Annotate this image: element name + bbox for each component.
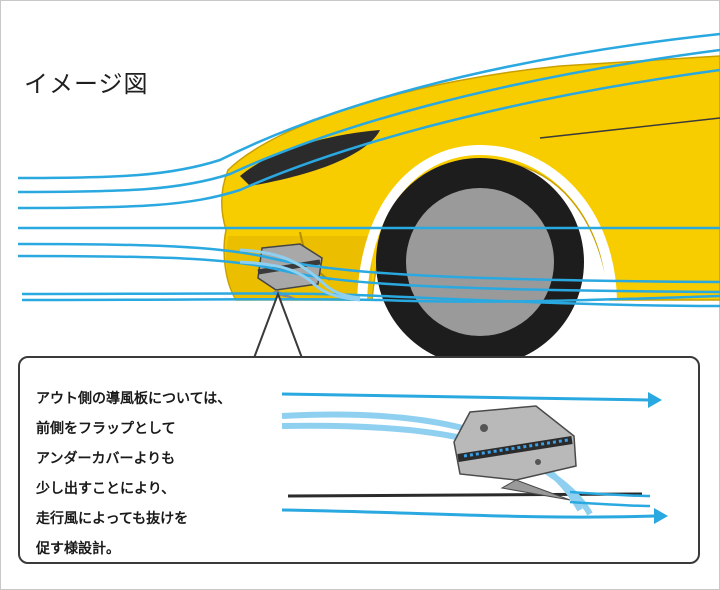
airflow-lines-lower [21, 292, 720, 308]
callout-text: アウト側の導風板については、 前側をフラップとして アンダーカバーよりも 少し出… [36, 384, 276, 564]
callout-box [18, 356, 700, 564]
duct-deflector-detail [453, 405, 577, 501]
callout-pointer [253, 291, 303, 359]
callout-line: アウト側の導風板については、 [36, 391, 232, 407]
hood-line [539, 117, 720, 139]
diagram-title: イメージ図 [24, 70, 149, 98]
undercover-line [287, 492, 643, 498]
wheel-rim [406, 188, 554, 336]
arrow-head-lower [654, 508, 668, 524]
callout-line: 走行風によっても抜けを [36, 511, 189, 527]
airflow-lines-upper [17, 32, 720, 294]
callout-line: アンダーカバーよりも [36, 451, 176, 467]
arrow-head-upper [648, 392, 662, 408]
detail-airflow-arrows [281, 392, 657, 519]
callout-line: 少し出すことにより、 [36, 481, 176, 497]
detail-airflow-right [569, 490, 651, 508]
airflow-through-duct-small [239, 248, 361, 302]
headlight [240, 130, 380, 186]
callout-line: 前側をフラップとして [36, 421, 176, 437]
wheel-arch [357, 144, 617, 301]
duct-detail-illustration [281, 392, 668, 524]
callout-line: 促す様設計。 [36, 541, 120, 557]
